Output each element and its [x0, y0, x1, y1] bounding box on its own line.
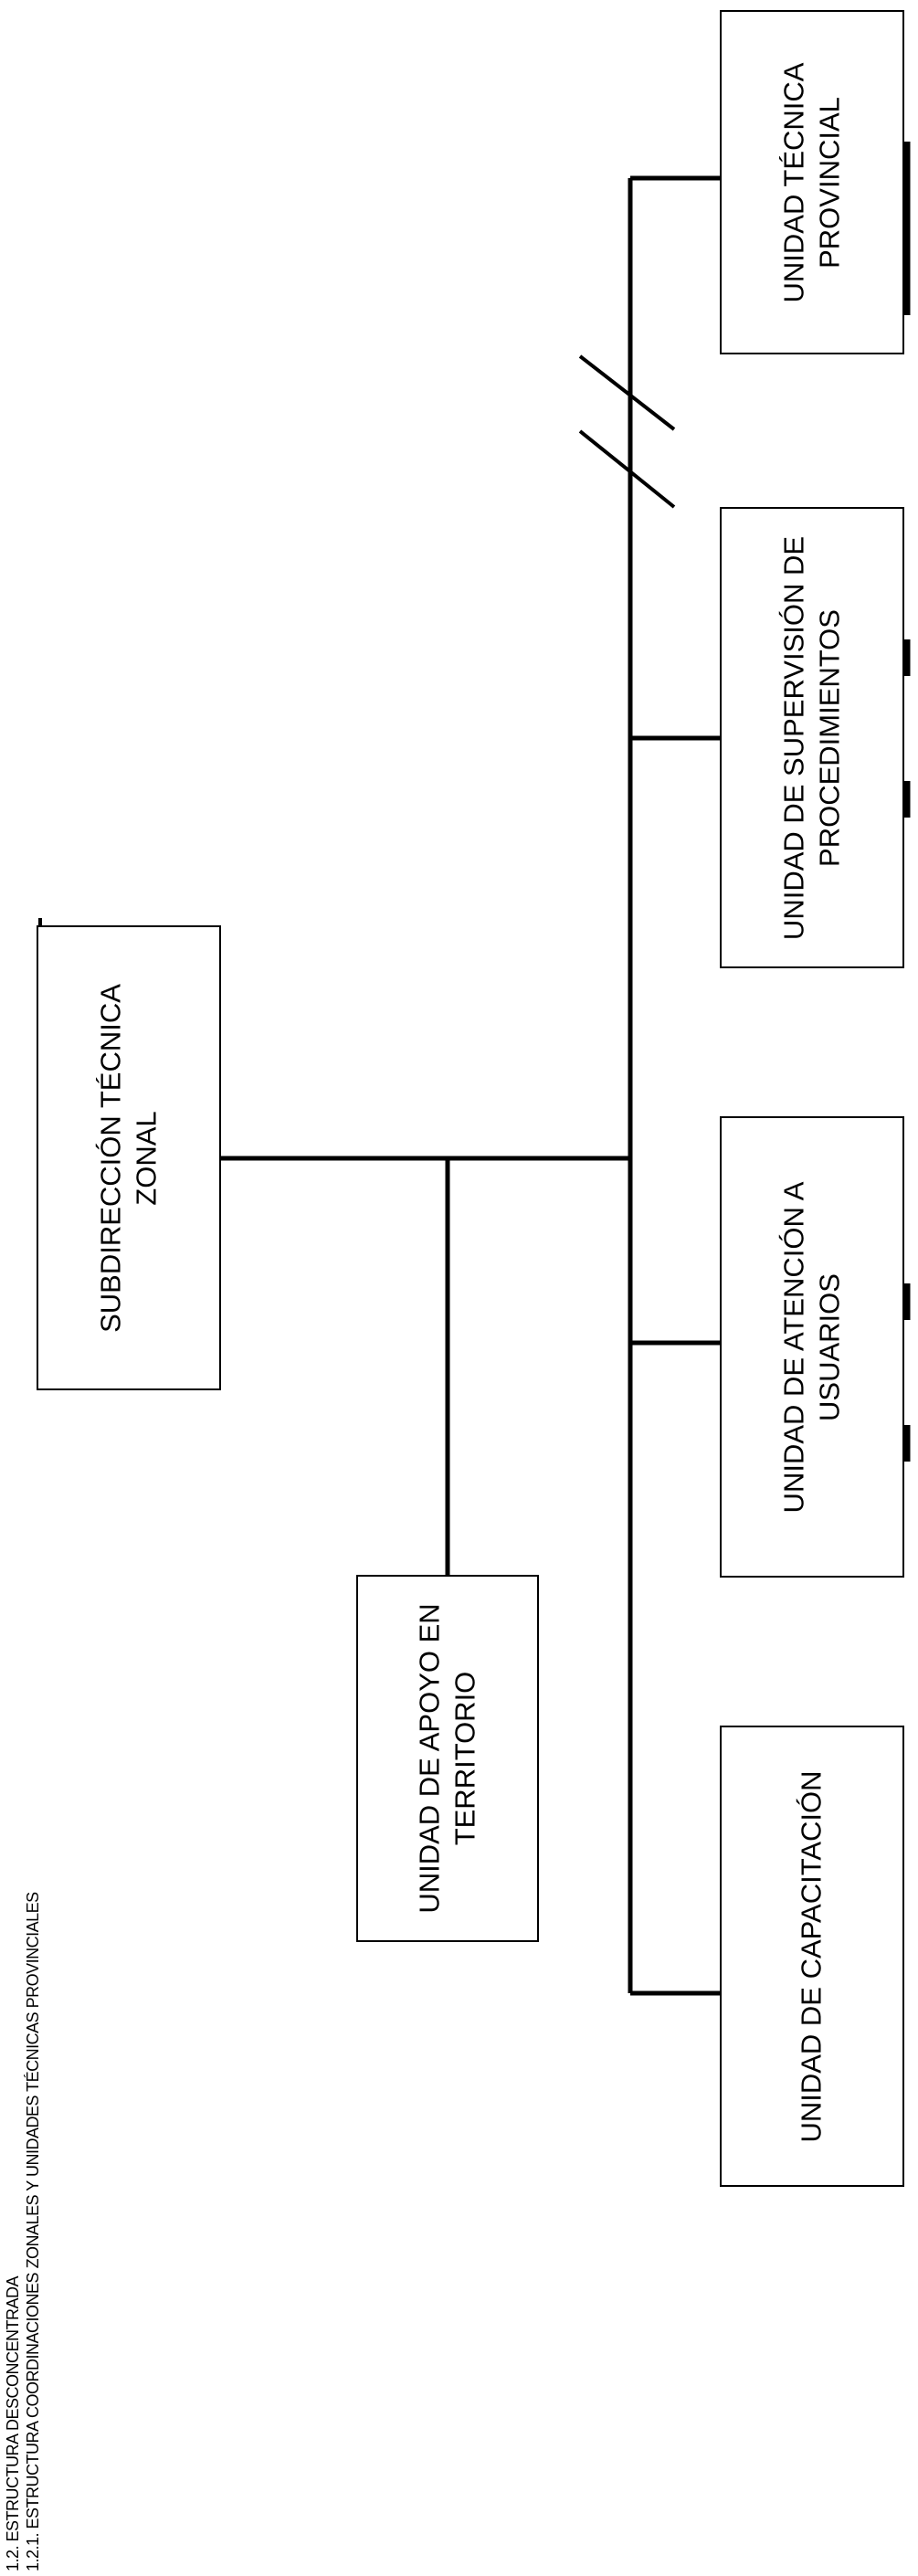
node-subdireccion-line1: SUBDIRECCIÓN TÉCNICA: [94, 983, 127, 1333]
node-subdireccion: SUBDIRECCIÓN TÉCNICA ZONAL: [37, 925, 221, 1390]
node-subdireccion-line2: ZONAL: [130, 1110, 162, 1206]
break-mark-1: [578, 354, 676, 431]
node-capacitacion: UNIDAD DE CAPACITACIÓN: [720, 1726, 904, 2187]
node-provincial-line1: UNIDAD TÉCNICA: [777, 62, 810, 302]
node-apoyo-line2: TERRITORIO: [448, 1671, 480, 1846]
break-mark-2: [578, 429, 676, 509]
node-atencion: UNIDAD DE ATENCIÓN A USUARIOS: [720, 1116, 904, 1578]
node-apoyo-line1: UNIDAD DE APOYO EN: [413, 1603, 446, 1914]
node-supervision: UNIDAD DE SUPERVISIÓN DE PROCEDIMIENTOS: [720, 507, 904, 968]
node-atencion-line2: USUARIOS: [813, 1272, 845, 1421]
node-capacitacion-line1: UNIDAD DE CAPACITACIÓN: [795, 1769, 828, 2143]
node-provincial: UNIDAD TÉCNICA PROVINCIAL: [720, 10, 904, 354]
node-apoyo: UNIDAD DE APOYO EN TERRITORIO: [356, 1575, 539, 1942]
node-provincial-line2: PROVINCIAL: [813, 96, 845, 269]
node-supervision-line2: PROCEDIMIENTOS: [813, 608, 845, 867]
heading-substructure: 1.2.1. ESTRUCTURA COORDINACIONES ZONALES…: [24, 1892, 42, 2571]
heading-structure: 1.2. ESTRUCTURA DESCONCENTRADA: [4, 2275, 22, 2571]
node-supervision-line1: UNIDAD DE SUPERVISIÓN DE: [777, 535, 810, 940]
node-atencion-line1: UNIDAD DE ATENCIÓN A: [777, 1181, 810, 1513]
